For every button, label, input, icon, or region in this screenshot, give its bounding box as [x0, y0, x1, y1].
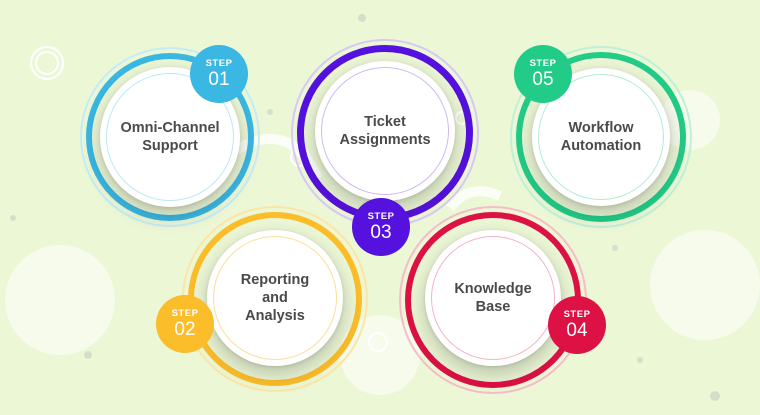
step-4-label: Knowledge Base — [438, 280, 548, 316]
step-3-disc: Ticket Assignments — [315, 61, 455, 201]
step-2-badge-word: STEP — [171, 307, 199, 319]
step-1-badge-word: STEP — [205, 57, 233, 69]
step-4-badge: STEP 04 — [548, 296, 606, 354]
step-5-badge: STEP 05 — [514, 45, 572, 103]
step-2-disc: Reporting and Analysis — [207, 230, 343, 366]
step-4-label-line2: Base — [475, 299, 511, 315]
step-4-disc: Knowledge Base — [425, 230, 561, 366]
step-4-badge-word: STEP — [563, 308, 591, 320]
step-3-label-line2: Assignments — [339, 132, 431, 148]
step-1-badge: STEP 01 — [190, 45, 248, 103]
step-4-node: Knowledge Base — [399, 206, 587, 394]
step-2-node: Reporting and Analysis — [182, 206, 368, 392]
step-2-badge-number: 02 — [174, 318, 196, 340]
step-3-badge-number: 03 — [370, 221, 392, 243]
step-4-badge-number: 04 — [566, 319, 588, 341]
step-1-label-line2: Support — [142, 138, 198, 154]
step-1-outer-halo — [80, 47, 260, 227]
step-5-outer-halo — [510, 46, 692, 228]
step-2-badge: STEP 02 — [156, 295, 214, 353]
step-3-label: Ticket Assignments — [330, 113, 440, 149]
step-5-node: Workflow Automation — [510, 46, 692, 228]
step-4-label-line1: Knowledge — [454, 281, 532, 297]
step-5-label-line1: Workflow — [568, 120, 634, 136]
step-5-ring — [516, 52, 686, 222]
step-3-node: Ticket Assignments — [291, 39, 479, 227]
step-5-badge-word: STEP — [529, 57, 557, 69]
step-3-badge-word: STEP — [367, 210, 395, 222]
step-3-badge: STEP 03 — [352, 198, 410, 256]
step-5-disc: Workflow Automation — [532, 68, 670, 206]
step-2-label: Reporting and Analysis — [220, 271, 330, 325]
step-1-label: Omni-Channel Support — [115, 119, 225, 155]
step-2-label-line3: Analysis — [245, 308, 305, 324]
step-2-label-line1: Reporting — [240, 272, 310, 288]
step-1-label-line1: Omni-Channel — [120, 120, 220, 136]
step-5-label-line2: Automation — [560, 138, 642, 154]
step-5-label: Workflow Automation — [546, 119, 656, 155]
step-3-label-line1: Ticket — [364, 114, 406, 130]
step-5-badge-number: 05 — [532, 68, 554, 90]
step-2-label-line2: and — [262, 290, 288, 306]
step-1-badge-number: 01 — [208, 68, 230, 90]
